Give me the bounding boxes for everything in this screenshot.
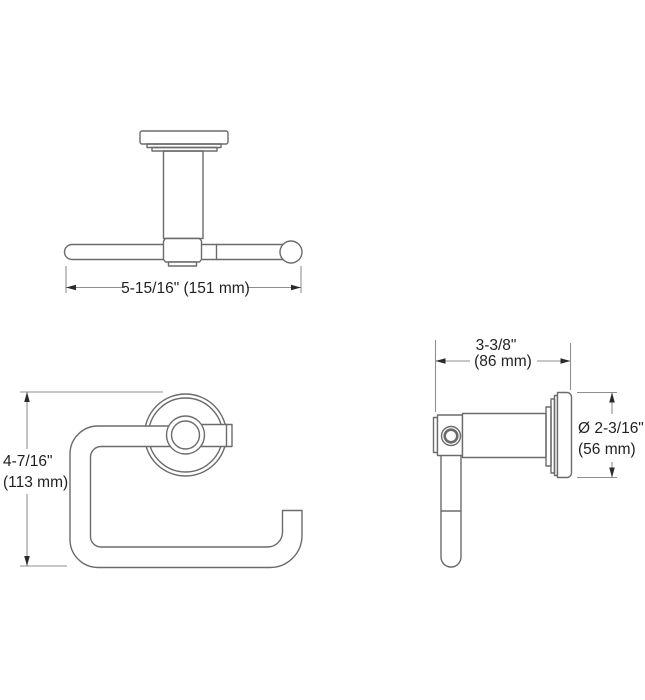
width-dimension: 5-15/16" (151 mm) [65, 266, 302, 297]
stem-collar-step [167, 261, 198, 267]
mounting-stem [162, 150, 204, 240]
set-screw-outer [440, 425, 462, 447]
side-view: 3-3/8" (86 mm) Ø 2-3/16" (56 mm) [432, 337, 644, 568]
hub-inner-circle [170, 420, 201, 450]
height-dimension-label-mm: (113 mm) [3, 474, 68, 491]
wall-plate [139, 130, 229, 145]
arrow-down-icon [609, 467, 615, 478]
top-view: 5-15/16" (151 mm) [63, 130, 303, 297]
roll-bar [63, 243, 284, 261]
arrow-left-icon [435, 358, 446, 364]
arrow-right-icon [560, 358, 571, 364]
depth-dimension: 3-3/8" (86 mm) [434, 337, 572, 412]
arrow-down-icon [24, 556, 30, 566]
front-view: 4-7/16" (113 mm) [3, 391, 303, 569]
holder-arm [69, 425, 303, 569]
bar-end-cap [279, 240, 303, 264]
depth-dimension-label-mm: (86 mm) [474, 353, 532, 370]
height-dimension: 4-7/16" (113 mm) [3, 391, 163, 567]
side-arm [440, 454, 462, 568]
wall-flange [556, 391, 573, 479]
width-dimension-label: 5-15/16" (151 mm) [121, 280, 250, 297]
diameter-dimension-label-in: Ø 2-3/16" [578, 420, 644, 437]
set-screw-icon [443, 428, 459, 444]
arrow-up-icon [24, 392, 30, 402]
arrow-up-icon [609, 392, 615, 403]
flange-step-1 [545, 406, 552, 467]
arrow-right-icon [291, 284, 301, 291]
diameter-dimension-label-mm: (56 mm) [578, 441, 636, 458]
diameter-dimension: Ø 2-3/16" (56 mm) [577, 391, 644, 479]
depth-dimension-label-in: 3-3/8" [476, 337, 517, 354]
post-cylinder [461, 412, 547, 459]
height-dimension-label-in: 4-7/16" [3, 453, 52, 470]
stem-collar [162, 237, 203, 263]
post-stub [202, 423, 233, 448]
arrow-left-icon [66, 284, 76, 291]
